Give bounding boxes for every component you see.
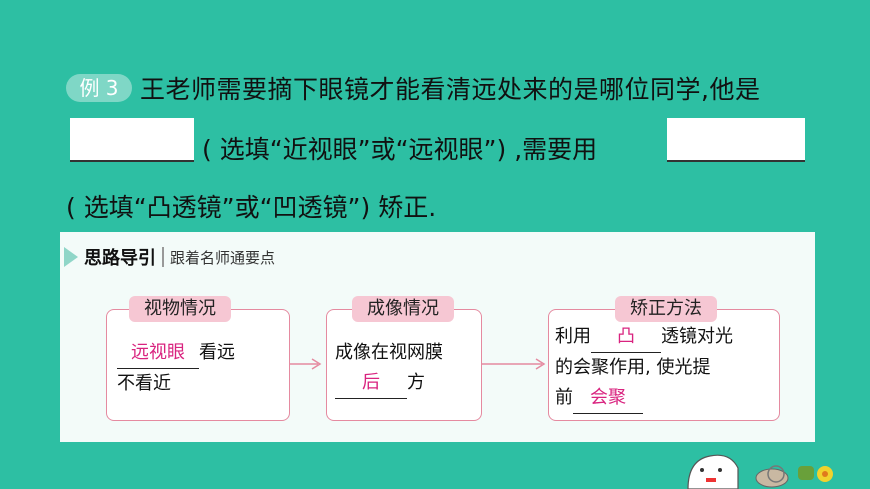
card-viewing-text-2: 不看近 <box>117 373 171 394</box>
cartoon-decoration <box>687 454 833 489</box>
card-correction-body: 利用凸透镜对光 的会聚作用, 使光提 前会聚 <box>555 322 777 414</box>
guide-subtitle: 跟着名师通要点 <box>170 248 276 267</box>
guide-header: 思路导引 跟着名师通要点 <box>60 244 275 270</box>
card-imaging-body: 成像在视网膜 后方 <box>335 338 481 399</box>
header-divider <box>162 247 164 267</box>
card-imaging-text-2: 方 <box>407 372 425 393</box>
guide-panel: 思路导引 跟着名师通要点 远视眼看远 不看近 视物情况 成像在视网膜 后方 成像… <box>60 232 815 442</box>
card-correction-text-4: 前 <box>555 387 573 408</box>
card-viewing: 远视眼看远 不看近 <box>106 309 290 421</box>
card-viewing-body: 远视眼看远 不看近 <box>117 338 287 399</box>
flow-arrow-2 <box>482 358 546 370</box>
play-triangle-icon <box>64 247 78 267</box>
answer-blank-1[interactable] <box>70 118 194 162</box>
card-correction-text-2: 透镜对光 <box>661 326 733 347</box>
flow-arrow-1 <box>290 358 322 370</box>
answer-behind: 后 <box>335 368 407 399</box>
answer-farsighted: 远视眼 <box>117 338 199 369</box>
card-correction-text-3: 的会聚作用, 使光提 <box>555 357 711 378</box>
answer-blank-2[interactable] <box>667 118 805 162</box>
card-viewing-tag: 视物情况 <box>129 296 231 322</box>
question-line-3: ( 选填“凸透镜”或“凹透镜”) 矫正. <box>66 193 437 222</box>
card-correction-tag: 矫正方法 <box>615 296 717 322</box>
question-line-2: ( 选填“近视眼”或“远视眼”) ,需要用 <box>202 135 598 164</box>
card-imaging: 成像在视网膜 后方 <box>326 309 482 421</box>
card-viewing-text-1: 看远 <box>199 342 235 363</box>
card-imaging-tag: 成像情况 <box>352 296 454 322</box>
card-correction-text-1: 利用 <box>555 326 591 347</box>
answer-converge: 会聚 <box>573 383 643 414</box>
answer-convex: 凸 <box>591 322 661 353</box>
card-correction: 利用凸透镜对光 的会聚作用, 使光提 前会聚 <box>548 309 780 421</box>
example-badge: 例 3 <box>66 74 132 102</box>
card-imaging-text-1: 成像在视网膜 <box>335 342 443 363</box>
question-line-1: 王老师需要摘下眼镜才能看清远处来的是哪位同学,他是 <box>140 75 761 104</box>
guide-title: 思路导引 <box>84 248 156 269</box>
